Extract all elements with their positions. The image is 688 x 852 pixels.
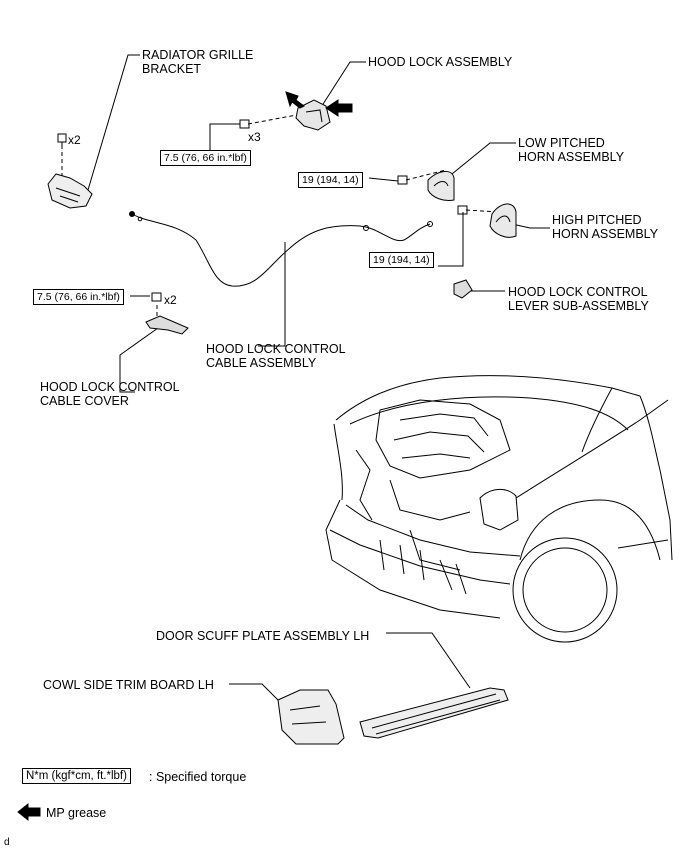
qty-hood-lock-bolts: x3	[248, 130, 261, 144]
label-hood-lock-assembly: HOOD LOCK ASSEMBLY	[368, 55, 513, 69]
cable-cover-drawing	[145, 292, 189, 335]
label-hood-lock-control-lever: HOOD LOCK CONTROL LEVER SUB-ASSEMBLY	[508, 285, 649, 313]
hood-lock-assembly-drawing	[285, 91, 353, 131]
leader-lines	[87, 54, 550, 703]
dashed-guides	[61, 113, 499, 318]
torque-box-cable-cover: 7.5 (76, 66 in.*lbf)	[33, 289, 124, 305]
torque-box-high-horn: 19 (194, 14)	[369, 252, 434, 268]
torque-box-hood-lock: 7.5 (76, 66 in.*lbf)	[160, 150, 251, 166]
label-radiator-grille-bracket: RADIATOR GRILLE BRACKET	[142, 48, 254, 76]
label-high-pitched-horn: HIGH PITCHED HORN ASSEMBLY	[552, 213, 659, 241]
label-hood-lock-control-cable-cover: HOOD LOCK CONTROL CABLE COVER	[40, 380, 180, 408]
high-pitched-horn-drawing	[457, 203, 517, 238]
vehicle-front-drawing	[325, 375, 673, 643]
label-hood-lock-control-cable: HOOD LOCK CONTROL CABLE ASSEMBLY	[206, 342, 346, 370]
qty-cable-cover-bolts: x2	[164, 293, 177, 307]
low-pitched-horn-drawing	[397, 171, 455, 201]
hood-lock-lever-drawing	[453, 279, 473, 299]
radiator-grille-bracket-drawing	[47, 133, 93, 209]
qty-radiator-bracket-bolts: x2	[68, 133, 81, 147]
hood-lock-bolt-drawing	[239, 119, 250, 129]
legend-torque-text: : Specified torque	[149, 770, 247, 784]
legend-arrow-icon	[17, 802, 41, 822]
label-low-pitched-horn: LOW PITCHED HORN ASSEMBLY	[518, 136, 625, 164]
figure-id: d	[4, 837, 10, 848]
cowl-side-trim-drawing	[277, 689, 345, 745]
hood-lock-cable-drawing	[129, 211, 433, 287]
label-cowl-side-trim-board: COWL SIDE TRIM BOARD LH	[43, 678, 214, 692]
legend-grease-text: MP grease	[46, 806, 107, 820]
door-scuff-plate-drawing	[359, 687, 509, 739]
legend-torque-box: N*m (kgf*cm, ft.*lbf)	[22, 768, 131, 784]
torque-box-low-horn: 19 (194, 14)	[298, 172, 363, 188]
label-door-scuff-plate: DOOR SCUFF PLATE ASSEMBLY LH	[156, 629, 370, 643]
